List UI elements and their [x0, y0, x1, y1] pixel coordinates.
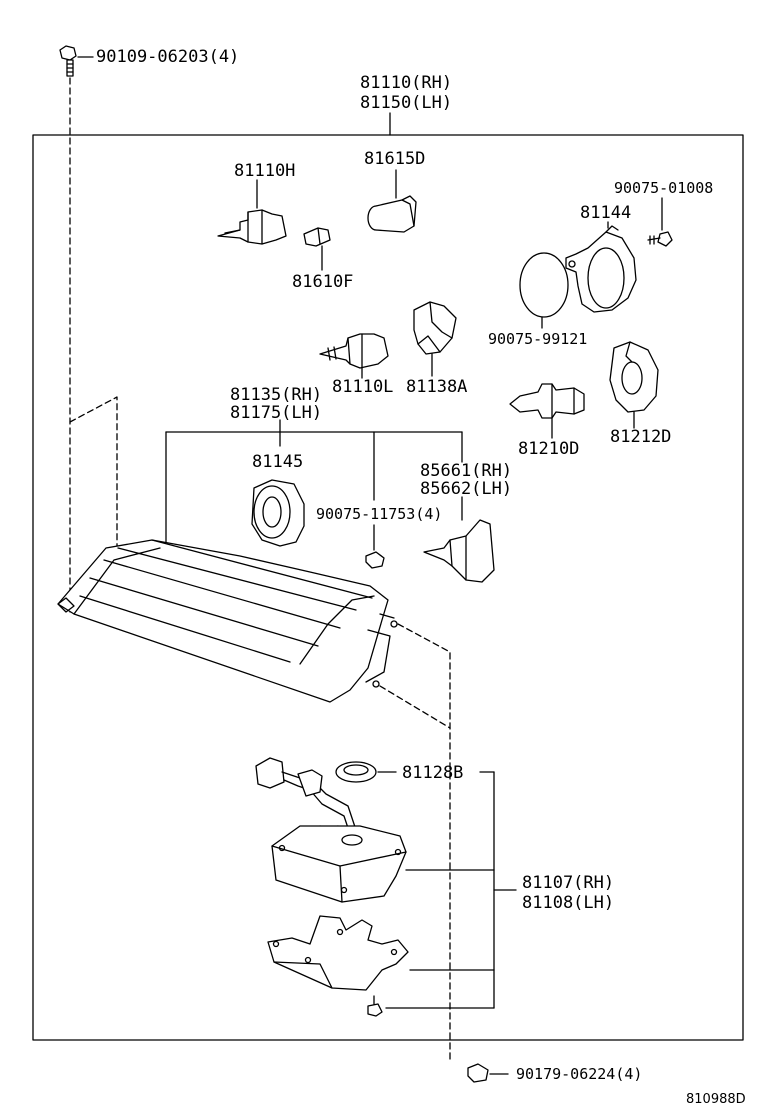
ref-dashed-left: [69, 396, 118, 556]
socket-81138a-icon[interactable]: [413, 301, 457, 355]
label-seal-ring: 90075-99121: [488, 330, 587, 348]
bracket-plate-icon[interactable]: [267, 915, 409, 991]
cover-81144-icon[interactable]: [565, 225, 637, 313]
label-assy-lh: 81150(LH): [360, 93, 452, 113]
label-nut-bottom: 90179-06224(4): [516, 1065, 642, 1083]
bulb-81210d-icon[interactable]: [509, 383, 585, 419]
headlamp-housing-icon[interactable]: [57, 539, 398, 703]
label-socket-212d: 81212D: [610, 427, 671, 447]
label-housing-lh: 81175(LH): [230, 403, 322, 423]
label-socket-a: 81138A: [406, 377, 467, 397]
socket-81615d-icon[interactable]: [367, 195, 417, 233]
bulb-81110l-icon[interactable]: [319, 333, 389, 369]
nut-bottom-dashed-line: [397, 623, 451, 1063]
label-cover: 81144: [580, 203, 631, 223]
screw-01008-icon[interactable]: [647, 231, 673, 247]
label-gasket: 81128B: [402, 763, 463, 783]
label-bulb-210d: 81210D: [518, 439, 579, 459]
label-socket-d: 81615D: [364, 149, 425, 169]
nut-11753-icon[interactable]: [365, 551, 385, 569]
assembly-frame: [32, 134, 744, 1041]
label-nut: 90075-11753(4): [316, 505, 442, 523]
housing-bracket: [165, 419, 463, 546]
label-housing-rh: 81135(RH): [230, 385, 322, 405]
label-bolt-top: 90109-06203(4): [96, 47, 239, 67]
gasket-81128b-icon[interactable]: [335, 761, 377, 783]
label-ballast-rh: 81107(RH): [522, 873, 614, 893]
grommet-81145-icon[interactable]: [251, 479, 305, 547]
socket-81212d-icon[interactable]: [609, 341, 659, 413]
seal-99121-icon[interactable]: [519, 252, 569, 318]
label-bulb-h: 81110H: [234, 161, 295, 181]
drawing-id: 810988D: [686, 1092, 746, 1107]
bulb-81110h-icon[interactable]: [217, 209, 287, 245]
ballast-leaders: [385, 771, 517, 1009]
label-grommet: 81145: [252, 452, 303, 472]
nut-bottom-icon[interactable]: [467, 1063, 489, 1083]
bulb-81610f-icon[interactable]: [303, 227, 331, 247]
label-bulb-f: 81610F: [292, 272, 353, 292]
screw-bottom-icon[interactable]: [367, 995, 383, 1017]
label-bulb-l: 81110L: [332, 377, 393, 397]
label-ballast-lh: 81108(LH): [522, 893, 614, 913]
ballast-unit-icon[interactable]: [255, 757, 407, 903]
label-marker-lh: 85662(LH): [420, 479, 512, 499]
ref-dashed-right: [379, 685, 451, 729]
label-assy-rh: 81110(RH): [360, 73, 452, 93]
marker-bulb-icon[interactable]: [423, 519, 495, 583]
label-screw-r: 90075-01008: [614, 179, 713, 197]
label-marker-rh: 85661(RH): [420, 461, 512, 481]
bolt-top-icon[interactable]: [59, 45, 77, 77]
